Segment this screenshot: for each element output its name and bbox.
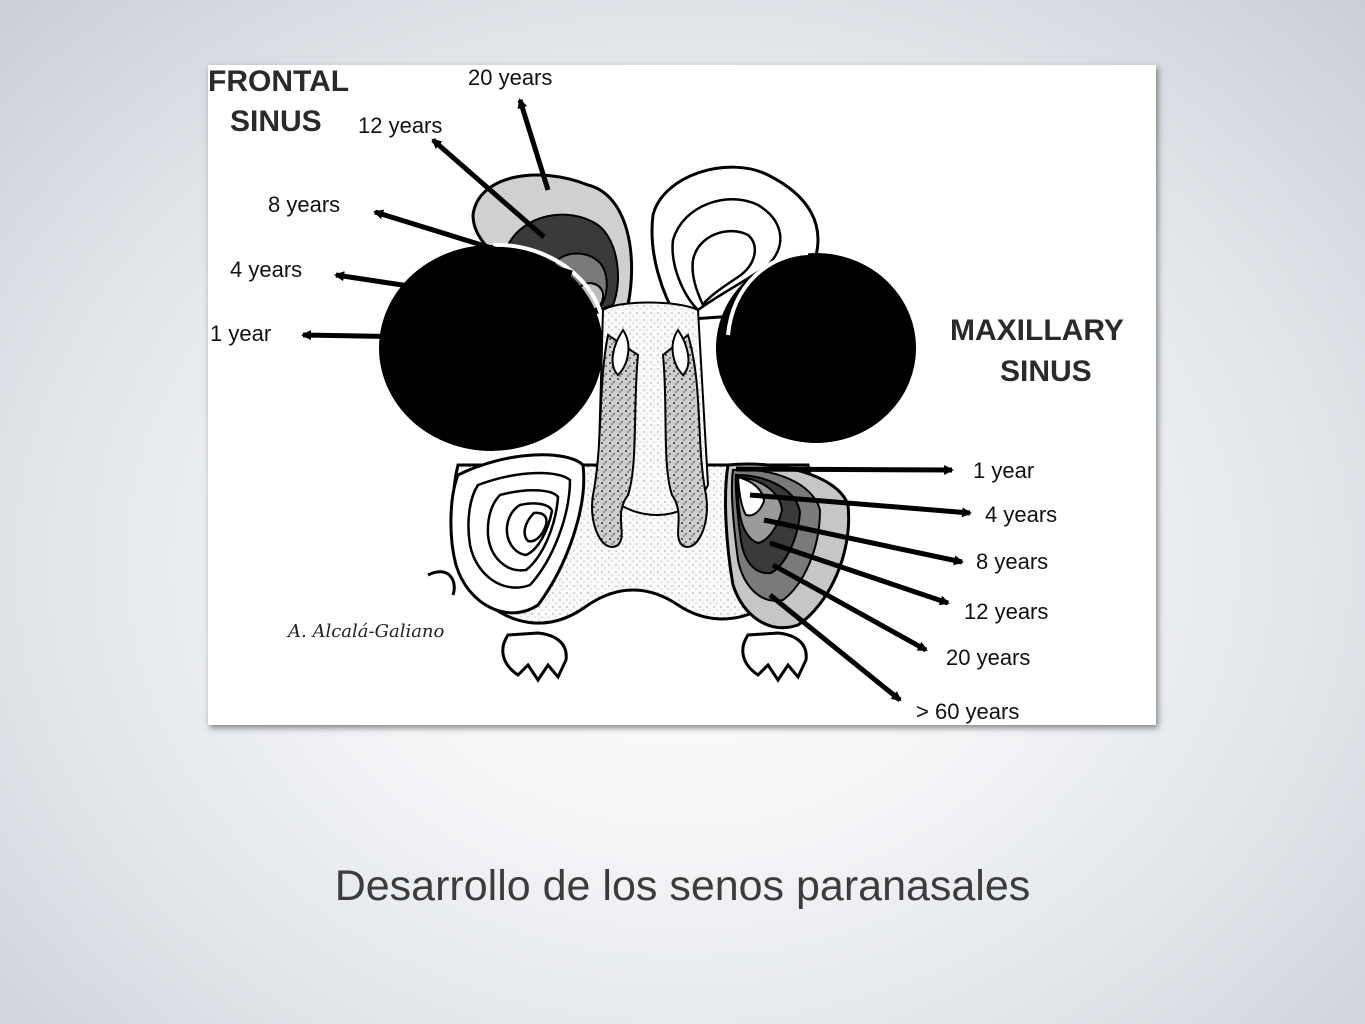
arrow-maxillary-4-years bbox=[749, 492, 972, 518]
arrow-frontal-12-years bbox=[431, 138, 546, 239]
maxillary-label-8-years: 8 years bbox=[976, 549, 1048, 574]
arrow-maxillary-12-years bbox=[769, 540, 950, 606]
frontal-label-20-years: 20 years bbox=[468, 65, 552, 90]
maxillary-label-60-years: > 60 years bbox=[916, 699, 1019, 724]
maxillary-sinus-title-line2: SINUS bbox=[1000, 355, 1092, 388]
artist-signature: A. Alcalá-Galiano bbox=[286, 621, 445, 642]
nasal-cavity bbox=[591, 301, 710, 548]
arrow-frontal-20-years bbox=[517, 98, 551, 191]
sinus-diagram: FRONTAL SINUS 20 years 12 years 8 years … bbox=[208, 65, 1124, 724]
frontal-sinus-title-line2: SINUS bbox=[230, 105, 322, 138]
frontal-label-4-years: 4 years bbox=[230, 257, 302, 282]
arrow-frontal-8-years bbox=[373, 209, 573, 276]
frontal-arrows bbox=[301, 98, 599, 343]
sinus-development-figure: FRONTAL SINUS 20 years 12 years 8 years … bbox=[208, 65, 1156, 725]
maxillary-label-1-year: 1 year bbox=[973, 458, 1034, 483]
maxillary-label-12-years: 12 years bbox=[964, 599, 1048, 624]
maxillary-sinus-title-line1: MAXILLARY bbox=[950, 314, 1124, 347]
arrow-maxillary-60-years bbox=[768, 593, 902, 702]
maxillary-sinus-right bbox=[724, 462, 851, 630]
arrow-maxillary-1-year bbox=[735, 464, 954, 475]
right-orbit bbox=[716, 253, 916, 443]
frontal-label-8-years: 8 years bbox=[268, 192, 340, 217]
frontal-sinus-title-line1: FRONTAL bbox=[208, 65, 349, 98]
arrow-frontal-4-years bbox=[334, 271, 589, 316]
maxillary-label-20-years: 20 years bbox=[946, 645, 1030, 670]
frontal-label-1-year: 1 year bbox=[210, 321, 271, 346]
arrow-frontal-1-year bbox=[301, 330, 599, 343]
maxillary-label-4-years: 4 years bbox=[985, 502, 1057, 527]
maxillary-sinus-left bbox=[449, 453, 586, 615]
left-orbit bbox=[379, 245, 603, 451]
frontal-label-12-years: 12 years bbox=[358, 113, 442, 138]
arrow-maxillary-8-years bbox=[763, 517, 964, 566]
maxillary-arrows bbox=[735, 464, 972, 702]
slide-caption: Desarrollo de los senos paranasales bbox=[334, 862, 1031, 910]
arrow-maxillary-20-years bbox=[771, 562, 928, 653]
